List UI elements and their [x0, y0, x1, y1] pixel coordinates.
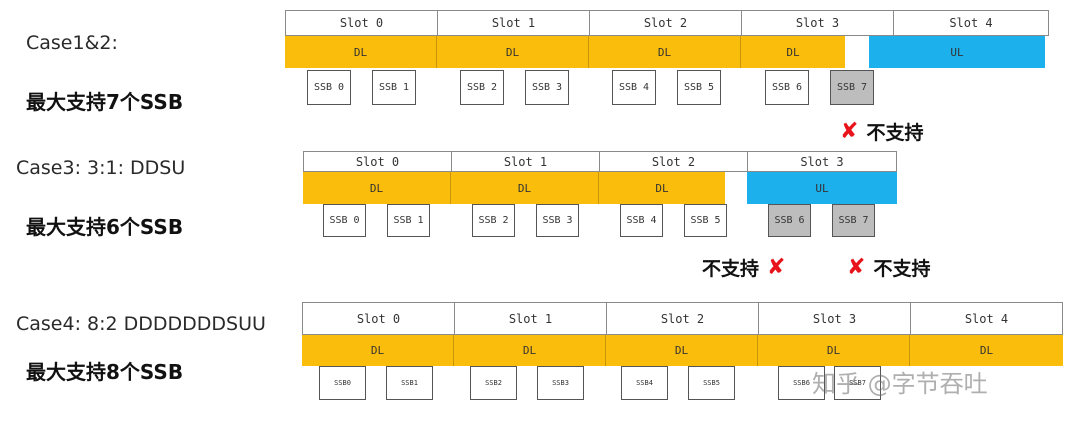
- dl-segment: DL: [437, 36, 589, 68]
- guard-period: [845, 36, 869, 68]
- ul-segment: UL: [747, 172, 897, 204]
- slot-cell: Slot 4: [910, 302, 1063, 335]
- case1-max-ssb: 最大支持7个SSB: [26, 90, 184, 114]
- case3-not-supported-left: 不支持 ✘: [702, 254, 785, 281]
- case3-not-supported-right: ✘ 不支持: [847, 254, 930, 281]
- case4-max-ssb: 最大支持8个SSB: [26, 360, 184, 384]
- watermark: 知乎 @字节吞吐: [812, 370, 988, 398]
- case3-max-ssb: 最大支持6个SSB: [26, 215, 184, 239]
- case3-symbol-bar: DL DL DL UL: [303, 172, 897, 204]
- ssb-block: SSB2: [470, 366, 517, 400]
- ssb-block: SSB 2: [460, 70, 504, 105]
- ssb-block: SSB 5: [684, 204, 727, 237]
- ssb-block: SSB 4: [612, 70, 656, 105]
- ssb-block-unsupported: SSB 7: [830, 70, 874, 105]
- ssb-block: SSB 3: [536, 204, 579, 237]
- slot-cell: Slot 2: [589, 10, 742, 36]
- cross-icon: ✘: [767, 255, 786, 280]
- ul-segment: UL: [869, 36, 1045, 68]
- ssb-block: SSB 0: [323, 204, 366, 237]
- dl-segment: DL: [599, 172, 725, 204]
- case1-label: Case1&2:: [26, 32, 118, 54]
- not-supported-text: 不支持: [873, 258, 931, 280]
- case4-label: Case4: 8:2 DDDDDDDSUU: [16, 313, 266, 335]
- slot-cell: Slot 3: [758, 302, 911, 335]
- ssb-block-unsupported: SSB 7: [832, 204, 875, 237]
- ssb-block: SSB5: [688, 366, 735, 400]
- dl-segment: DL: [302, 335, 454, 366]
- case3-label: Case3: 3:1: DDSU: [16, 157, 186, 179]
- ssb-block: SSB 0: [307, 70, 351, 105]
- cross-icon: ✘: [847, 255, 866, 280]
- ssb-block: SSB1: [386, 366, 433, 400]
- dl-segment: DL: [285, 36, 437, 68]
- not-supported-text: 不支持: [702, 258, 760, 280]
- dl-segment: DL: [451, 172, 599, 204]
- not-supported-text: 不支持: [866, 122, 924, 144]
- slot-cell: Slot 0: [303, 151, 452, 172]
- slot-cell: Slot 1: [437, 10, 590, 36]
- slot-cell: Slot 1: [451, 151, 600, 172]
- ssb-block: SSB4: [621, 366, 668, 400]
- slot-cell: Slot 3: [747, 151, 897, 172]
- dl-segment: DL: [303, 172, 451, 204]
- ssb-block: SSB 6: [765, 70, 809, 105]
- ssb-block: SSB 5: [677, 70, 721, 105]
- ssb-block: SSB 4: [620, 204, 663, 237]
- ssb-block: SSB0: [319, 366, 366, 400]
- dl-segment: DL: [589, 36, 741, 68]
- slot-cell: Slot 1: [454, 302, 607, 335]
- case3-slot-header: Slot 0 Slot 1 Slot 2 Slot 3: [303, 151, 897, 172]
- dl-segment: DL: [606, 335, 758, 366]
- ssb-block: SSB3: [537, 366, 584, 400]
- case4-symbol-bar: DL DL DL DL DL: [302, 335, 1063, 366]
- slot-cell: Slot 0: [302, 302, 455, 335]
- dl-segment: DL: [758, 335, 910, 366]
- dl-segment: DL: [910, 335, 1063, 366]
- ssb-block: SSB 2: [472, 204, 515, 237]
- slot-cell: Slot 2: [606, 302, 759, 335]
- ssb-block-unsupported: SSB 6: [768, 204, 811, 237]
- case1-slot-header: Slot 0 Slot 1 Slot 2 Slot 3 Slot 4: [285, 10, 1049, 36]
- slot-cell: Slot 0: [285, 10, 438, 36]
- case1-symbol-bar: DL DL DL DL UL: [285, 36, 1045, 68]
- ssb-block: SSB 1: [387, 204, 430, 237]
- slot-cell: Slot 4: [893, 10, 1049, 36]
- ssb-block: SSB7: [834, 366, 881, 400]
- case1-not-supported: ✘ 不支持: [840, 118, 923, 145]
- guard-period: [725, 172, 747, 204]
- case4-slot-header: Slot 0 Slot 1 Slot 2 Slot 3 Slot 4: [302, 302, 1063, 335]
- dl-segment: DL: [454, 335, 606, 366]
- cross-icon: ✘: [840, 119, 859, 144]
- slot-cell: Slot 2: [599, 151, 748, 172]
- ssb-block: SSB6: [778, 366, 825, 400]
- ssb-block: SSB 3: [525, 70, 569, 105]
- slot-cell: Slot 3: [741, 10, 894, 36]
- ssb-block: SSB 1: [372, 70, 416, 105]
- dl-segment: DL: [741, 36, 845, 68]
